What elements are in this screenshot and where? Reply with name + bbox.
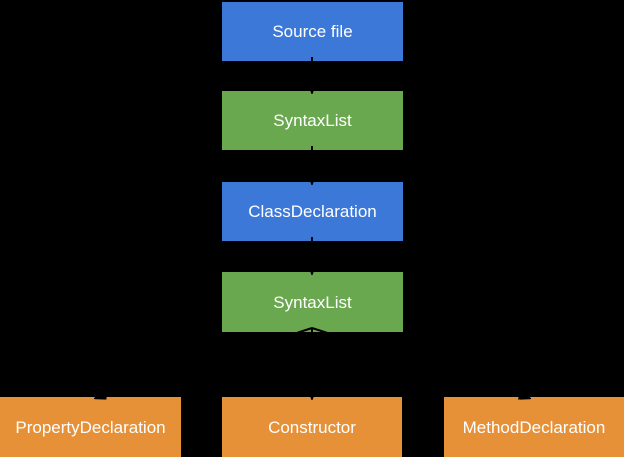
node-constructor: Constructor [222, 397, 402, 457]
node-constructor-label: Constructor [268, 417, 356, 437]
node-syntax-list-2-label: SyntaxList [273, 292, 352, 312]
node-class-declaration: ClassDeclaration [222, 182, 403, 241]
node-syntax-list-2: SyntaxList [222, 272, 403, 332]
node-class-declaration-label: ClassDeclaration [248, 202, 377, 221]
edge-syntax-list-2-to-method-declaration [311, 327, 529, 398]
node-method-declaration: MethodDeclaration [444, 397, 624, 457]
node-source-file-label: Source file [272, 22, 353, 41]
node-property-declaration: PropertyDeclaration [0, 397, 181, 457]
node-syntax-list-1-label: SyntaxList [273, 111, 352, 130]
edge-syntax-list-2-to-property-declaration [96, 327, 313, 398]
node-method-declaration-label: MethodDeclaration [462, 417, 606, 437]
node-syntax-list-1: SyntaxList [222, 91, 403, 150]
node-source-file: Source file [222, 2, 403, 61]
node-property-declaration-label: PropertyDeclaration [15, 417, 166, 437]
